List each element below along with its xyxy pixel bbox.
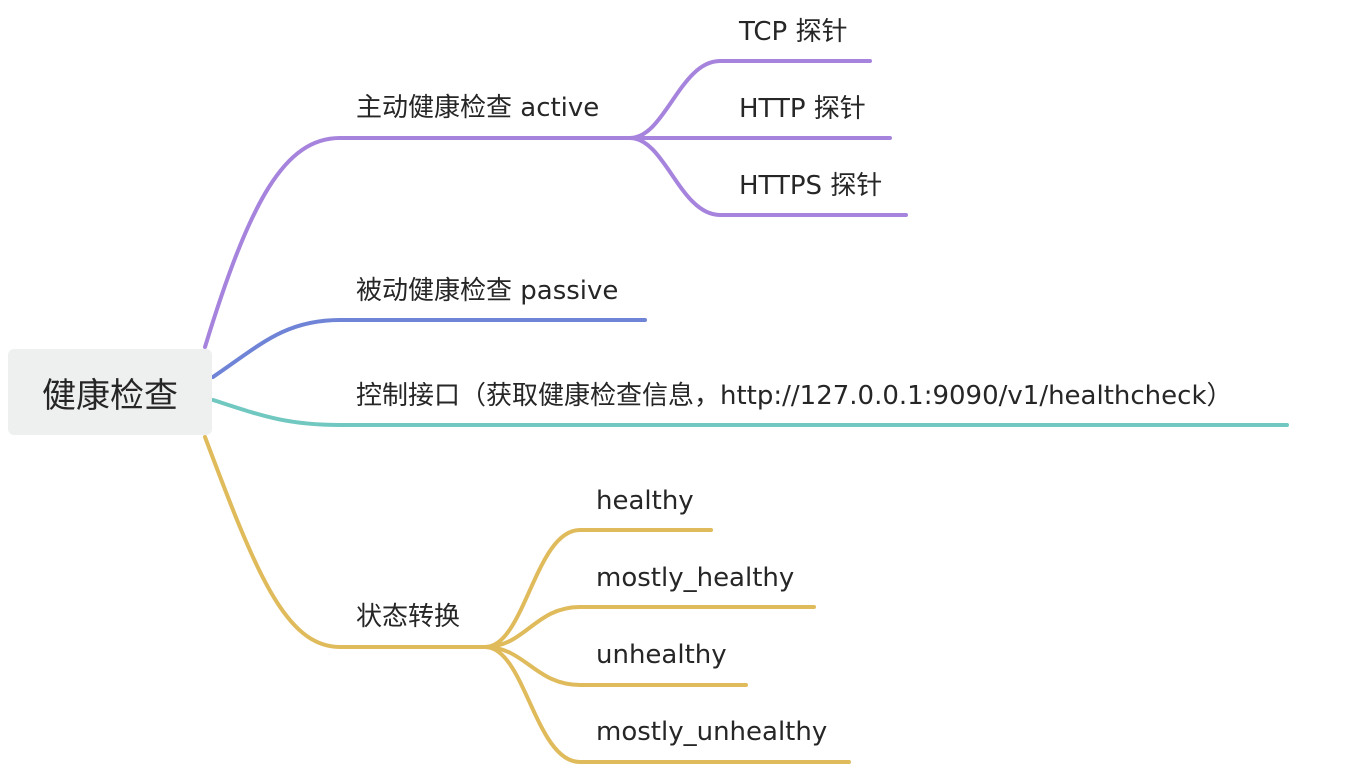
connector-active-tcp [628,59,872,140]
connector-root-active [203,136,632,349]
connector-state-unhealthy [483,645,748,687]
node-http-probe[interactable]: HTTP 探针 [739,94,866,124]
connector-active-https [628,136,908,217]
node-mostly-healthy[interactable]: mostly_healthy [596,563,795,593]
connector-state-mostly-unhealthy [483,645,851,764]
root-node-label: 健康检查 [42,375,178,416]
connector-state-mostly-healthy [483,605,816,649]
node-mostly-unhealthy[interactable]: mostly_unhealthy [596,717,828,747]
connector-root-api [211,398,1289,427]
node-healthy[interactable]: healthy [596,486,694,516]
node-https-probe[interactable]: HTTPS 探针 [739,171,883,201]
node-tcp-probe[interactable]: TCP 探针 [739,17,848,47]
root-node[interactable]: 健康检查 [8,349,212,435]
node-unhealthy[interactable]: unhealthy [596,640,727,670]
node-control-api[interactable]: 控制接口（获取健康检查信息，http://127.0.0.1:9090/v1/h… [356,381,1233,411]
connector-root-state [203,435,487,649]
connector-root-passive [211,318,647,379]
node-active[interactable]: 主动健康检查 active [356,93,600,123]
connector-state-healthy [483,528,713,649]
node-passive[interactable]: 被动健康检查 passive [356,276,619,306]
node-state-transition[interactable]: 状态转换 [356,602,461,632]
